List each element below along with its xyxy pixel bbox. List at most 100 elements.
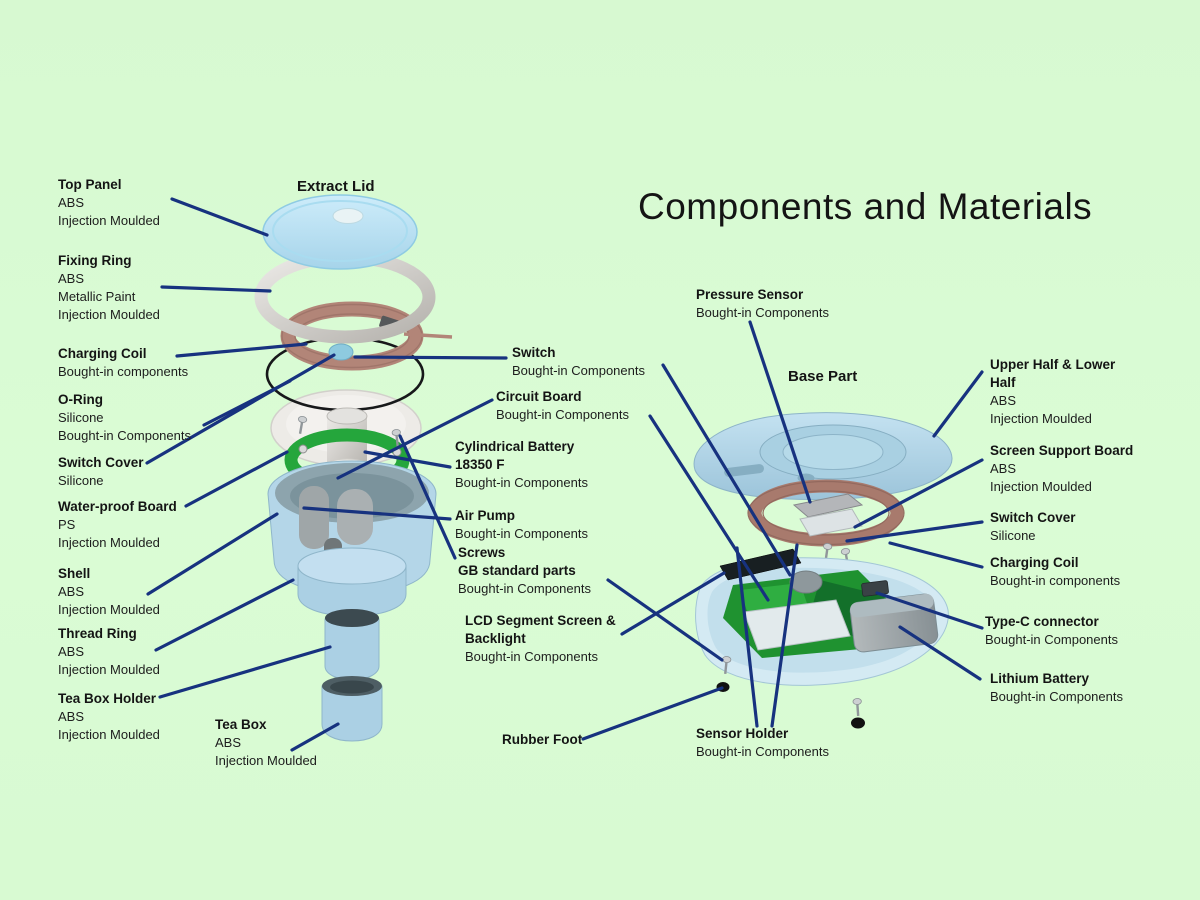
label-title: Charging Coil [990,555,1079,570]
label-lithium-battery: Lithium Battery Bought-in Components [990,670,1123,706]
label-detail: Bought-in components [990,573,1121,588]
leader-top-panel [170,197,269,237]
leader-charging-coil-base [888,541,984,569]
label-title: 18350 F [455,457,505,472]
label-top-panel: Top Panel ABS Injection Moulded [58,176,160,230]
leader-screws-base [606,578,724,662]
label-title: Pressure Sensor [696,287,804,302]
label-circuit-board: Circuit Board Bought-in Components [496,388,629,424]
label-air-pump: Air Pump Bought-in Components [455,507,588,543]
label-title: Circuit Board [496,389,582,404]
label-title: Type-C connector [985,614,1099,629]
label-detail: Bought-in Components [458,581,591,596]
leader-sensor-holder-a [770,543,799,728]
leader-tea-box-holder [158,645,332,699]
leader-switch-cover-lid [145,353,336,465]
base-part-heading: Base Part [788,368,858,385]
label-detail: ABS [58,709,85,724]
thread-ring-part [297,547,407,617]
label-detail: ABS [58,195,85,210]
leader-switch-base [661,363,792,577]
leader-air-pump [302,506,452,521]
label-detail: Bought-in Components [465,649,598,664]
leader-rubber-foot [581,686,724,741]
label-title: Rubber Foot [502,732,583,747]
label-detail: Silicone [58,410,104,425]
label-title: Air Pump [455,508,516,523]
label-pressure-sensor: Pressure Sensor Bought-in Components [696,286,829,322]
label-detail: Bought-in Components [455,526,588,541]
label-detail: Bought-in Components [496,407,629,422]
label-title: Top Panel [58,177,122,192]
label-detail: Injection Moulded [215,753,317,768]
label-detail: Bought-in components [58,364,189,379]
label-detail: ABS [215,735,242,750]
label-title: Charging Coil [58,346,147,361]
label-switch-cover-base: Switch Cover Silicone [990,509,1076,545]
label-detail: Metallic Paint [58,289,136,304]
tea-box-part [321,676,383,742]
label-title: Sensor Holder [696,726,789,741]
label-detail: ABS [990,393,1017,408]
label-title: Switch [512,345,556,360]
label-detail: Silicone [58,473,104,488]
label-title: Screws [458,545,506,560]
label-detail: Bought-in Components [58,428,191,443]
label-title: Upper Half & Lower [990,357,1116,372]
leader-cylindrical-battery [363,450,452,469]
label-tea-box-holder: Tea Box Holder ABS Injection Moulded [58,690,160,744]
label-detail: ABS [58,644,85,659]
leader-water-proof-board [184,450,289,508]
leader-charging-coil-lid [175,342,308,358]
label-switch: Switch Bought-in Components [512,344,645,380]
leader-type-c [875,591,984,630]
label-detail: Injection Moulded [58,535,160,550]
label-shell: Shell ABS Injection Moulded [58,565,160,619]
leader-lines [145,197,984,752]
label-detail: ABS [990,461,1017,476]
extract-lid-render [254,194,453,742]
label-thread-ring: Thread Ring ABS Injection Moulded [58,625,160,679]
label-title: Thread Ring [58,626,137,641]
label-detail: Injection Moulded [990,479,1092,494]
label-charging-coil-base: Charging Coil Bought-in components [990,554,1120,590]
leader-tea-box [290,722,340,752]
lower-half-part [695,548,949,686]
tea-box-holder-part [324,609,380,681]
label-title: Shell [58,566,91,581]
label-upper-lower-half: Upper Half & Lower Half ABS Injection Mo… [990,356,1115,428]
type-c-part [861,580,889,597]
label-detail: Bought-in Components [985,632,1118,647]
leader-sensor-holder-b [735,546,759,728]
label-screws: Screws GB standard parts Bought-in Compo… [458,544,591,598]
leader-screen-support [853,458,984,529]
label-detail: PS [58,517,76,532]
leader-screws-lid [398,434,457,560]
label-title: Water-proof Board [58,499,177,514]
label-title: Switch Cover [990,510,1076,525]
label-title: Tea Box [215,717,267,732]
label-detail: Injection Moulded [58,307,160,322]
leader-upper-half [932,370,984,438]
label-rubber-foot: Rubber Foot [502,731,582,749]
extract-lid-heading: Extract Lid [297,178,375,195]
label-tea-box: Tea Box ABS Injection Moulded [215,716,317,770]
label-charging-coil-lid: Charging Coil Bought-in components [58,345,188,381]
page-title: Components and Materials [638,186,1093,227]
label-title: Fixing Ring [58,253,132,268]
label-title: Screen Support Board [990,443,1134,458]
label-title: O-Ring [58,392,103,407]
leader-lithium-battery [898,625,982,681]
label-detail: Silicone [990,528,1036,543]
label-detail: ABS [58,584,85,599]
label-detail: Injection Moulded [58,727,160,742]
pump-motor-part [789,570,823,594]
label-detail: Bought-in Components [696,305,829,320]
label-title: Tea Box Holder [58,691,157,706]
rubber-foot-part [851,717,865,729]
label-title: LCD Segment Screen & [465,613,616,628]
leader-fixing-ring [160,285,272,293]
label-title: Cylindrical Battery [455,439,575,454]
top-panel-part [262,194,418,270]
label-detail: Bought-in Components [455,475,588,490]
